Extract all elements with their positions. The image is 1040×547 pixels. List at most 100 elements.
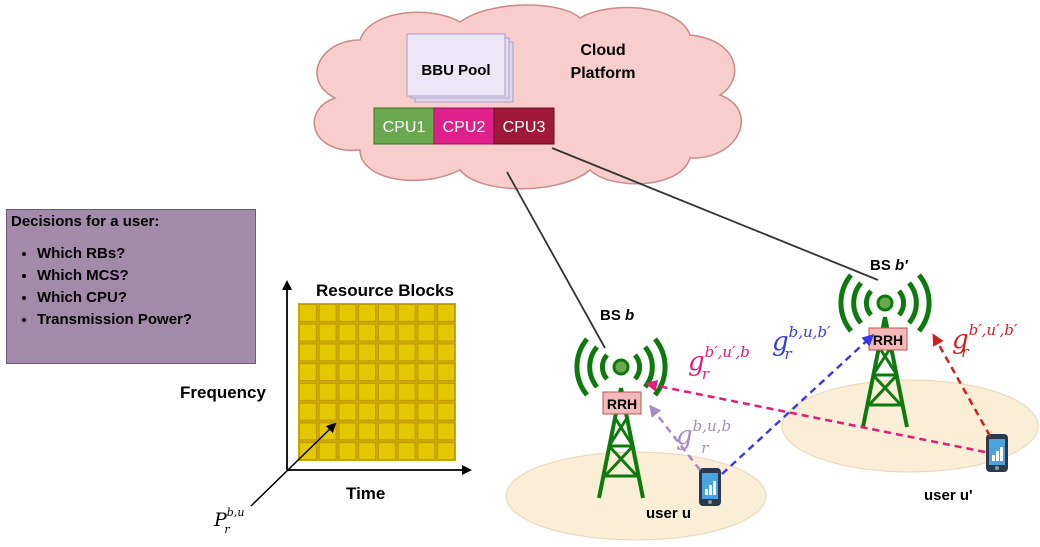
resource-block-cell <box>358 402 376 421</box>
cloud-platform-label-1: Cloud <box>580 42 625 59</box>
resource-block-cell <box>437 304 455 322</box>
resource-block-cell <box>437 383 455 401</box>
time-axis-label: Time <box>346 484 385 503</box>
rrh-b-label: RRH <box>607 396 637 412</box>
link-u-to-b-prime <box>721 333 875 475</box>
resource-block-cell <box>318 442 337 460</box>
resource-block-cell <box>299 363 317 381</box>
resource-block-cell <box>338 304 357 322</box>
frequency-axis-label: Frequency <box>180 383 267 402</box>
cloud-shape <box>313 4 742 190</box>
resource-block-cell <box>378 363 396 381</box>
link-u-prime-to-b <box>645 379 986 454</box>
decisions-box: Decisions for a user: Which RBs? Which M… <box>6 209 256 364</box>
resource-block-cell <box>437 442 455 460</box>
decision-item: Which CPU? <box>37 289 192 307</box>
resource-block-cell <box>338 383 357 401</box>
resource-block-cell <box>378 442 396 460</box>
resource-block-cell <box>318 343 337 362</box>
resource-block-cell <box>417 402 436 421</box>
rrh-b-prime-label: RRH <box>873 332 903 348</box>
resource-block-cell <box>299 304 317 322</box>
user-u-label: user u <box>646 505 691 522</box>
resource-block-cell <box>417 323 436 342</box>
resource-block-cell <box>417 343 436 362</box>
resource-blocks-title: Resource Blocks <box>316 281 454 300</box>
resource-block-cell <box>397 323 416 342</box>
resource-block-cell <box>417 442 436 460</box>
bs-b-label: BS b <box>600 307 634 324</box>
resource-block-cell <box>397 402 416 421</box>
resource-block-cell <box>417 383 436 401</box>
resource-block-cell <box>318 402 337 421</box>
gain-label-u-b-prime: gb,u,b′r <box>772 323 831 363</box>
resource-block-cell <box>378 402 396 421</box>
resource-block-cell <box>338 422 357 441</box>
rrh-b-box <box>602 391 642 415</box>
resource-block-cell <box>437 422 455 441</box>
resource-block-cell <box>358 363 376 381</box>
cpu1-label: CPU1 <box>383 119 426 136</box>
user-u-prime-label: user u' <box>924 487 973 504</box>
resource-block-cell <box>318 304 337 322</box>
resource-block-cell <box>318 323 337 342</box>
decisions-title: Decisions for a user: <box>11 213 160 230</box>
resource-block-cell <box>358 442 376 460</box>
cpu2-label: CPU2 <box>443 119 486 136</box>
resource-block-cell <box>318 363 337 381</box>
power-pointer-arrow <box>250 422 337 507</box>
cpu-group: CPU1 CPU2 CPU3 <box>373 107 555 145</box>
resource-block-cell <box>338 323 357 342</box>
decision-item: Transmission Power? <box>37 311 192 329</box>
resource-block-cell <box>338 402 357 421</box>
resource-block-cell <box>378 304 396 322</box>
resource-block-cell <box>338 343 357 362</box>
resource-block-cell <box>358 343 376 362</box>
bs-b-prime-label: BS b′ <box>870 257 909 274</box>
resource-block-cell <box>397 343 416 362</box>
resource-block-cell <box>397 442 416 460</box>
resource-block-cell <box>437 363 455 381</box>
resource-block-cell <box>299 383 317 401</box>
resource-block-cell <box>299 402 317 421</box>
resource-block-cell <box>338 442 357 460</box>
resource-block-cell <box>437 323 455 342</box>
resource-block-cell <box>397 363 416 381</box>
bbu-pool: BBU Pool <box>406 33 514 103</box>
phone-icon <box>699 468 721 506</box>
resource-block-cell <box>338 363 357 381</box>
resource-block-cell <box>397 422 416 441</box>
resource-block-cell <box>299 422 317 441</box>
link-u-to-b <box>649 404 701 471</box>
fronthaul-link-bs-b-prime <box>551 147 879 281</box>
resource-block-cell <box>299 323 317 342</box>
phone-icon <box>986 434 1008 472</box>
resource-block-cell <box>378 383 396 401</box>
resource-block-cell <box>378 343 396 362</box>
resource-block-cell <box>437 343 455 362</box>
resource-block-cell <box>417 304 436 322</box>
resource-block-cell <box>318 383 337 401</box>
resource-block-cell <box>358 422 376 441</box>
resource-block-cell <box>358 304 376 322</box>
cpu3-label: CPU3 <box>503 119 546 136</box>
resource-block-cell <box>299 343 317 362</box>
bbu-pool-label: BBU Pool <box>421 62 490 79</box>
resource-block-cell <box>378 323 396 342</box>
decisions-list: Which RBs? Which MCS? Which CPU? Transmi… <box>7 245 192 333</box>
resource-block-cell <box>417 422 436 441</box>
resource-block-cell <box>378 422 396 441</box>
resource-block-cell <box>417 363 436 381</box>
gain-label-u-prime-b-prime: gb′,u′,b′r <box>952 321 1018 361</box>
signal-icon <box>577 339 665 395</box>
decision-item: Which RBs? <box>37 245 192 263</box>
resource-block-cell <box>358 383 376 401</box>
resource-block-grid <box>298 303 456 461</box>
resource-block-cell <box>397 383 416 401</box>
fronthaul-link-bs-b <box>506 171 606 349</box>
cloud-platform-label-2: Platform <box>571 65 636 82</box>
